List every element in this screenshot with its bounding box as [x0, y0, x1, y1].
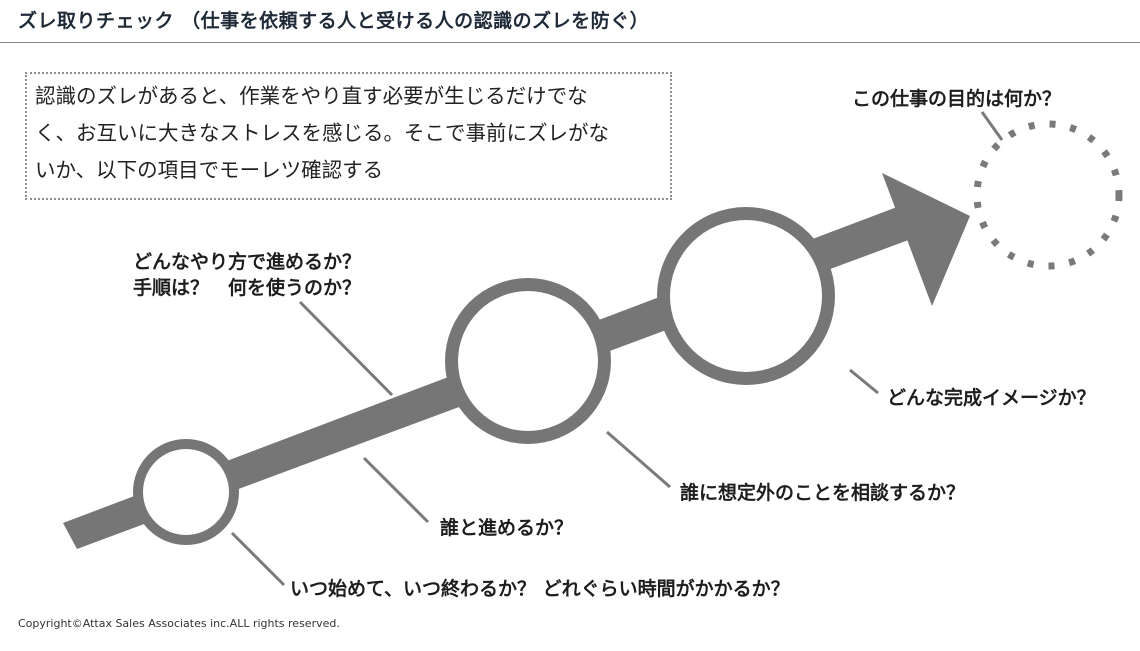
milestone-circle-2-inner [458, 291, 598, 431]
goal-dotted-circle [973, 120, 1123, 270]
note-line-1: 認識のズレがあると、作業をやり直す必要が生じるだけでな [35, 84, 588, 108]
connector-partner [362, 456, 430, 524]
note-line-2: く、お互いに大きなストレスを感じる。そこで事前にズレがな [35, 121, 609, 145]
label-completion-image: どんな完成イメージか？ [887, 387, 1096, 409]
intro-note-box: 認識のズレがあると、作業をやり直す必要が生じるだけでな く、お互いに大きなストレ… [25, 72, 672, 200]
arrow-head [882, 173, 970, 306]
label-consult: 誰に想定外のことを相談するか？ [680, 482, 966, 504]
label-method-line-1: どんなやり方で進めるか？ [133, 251, 362, 273]
connector-method [298, 300, 394, 397]
label-method-line-2: 手順は？ 何を使うのか？ [133, 277, 362, 299]
label-method: どんなやり方で進めるか？ 手順は？ 何を使うのか？ [133, 249, 361, 301]
connector-consult [606, 430, 671, 489]
title-divider [0, 42, 1140, 43]
copyright-text: Copyright©Attax Sales Associates inc.ALL… [18, 617, 340, 630]
label-purpose: この仕事の目的は何か？ [852, 88, 1062, 110]
connector-timing [230, 531, 286, 587]
label-timing: いつ始めて、いつ終わるか？ どれぐらい時間がかかるか？ [290, 578, 790, 600]
note-line-3: いか、以下の項目でモーレツ確認する [35, 158, 384, 182]
milestone-circle-3-inner [670, 220, 822, 372]
label-partner: 誰と進めるか？ [440, 517, 574, 539]
connector-purpose [980, 111, 1004, 141]
milestone-circle-1-inner [143, 449, 229, 535]
page-title: ズレ取りチェック （仕事を依頼する人と受ける人の認識のズレを防ぐ） [18, 10, 650, 32]
connector-completion [849, 368, 879, 395]
